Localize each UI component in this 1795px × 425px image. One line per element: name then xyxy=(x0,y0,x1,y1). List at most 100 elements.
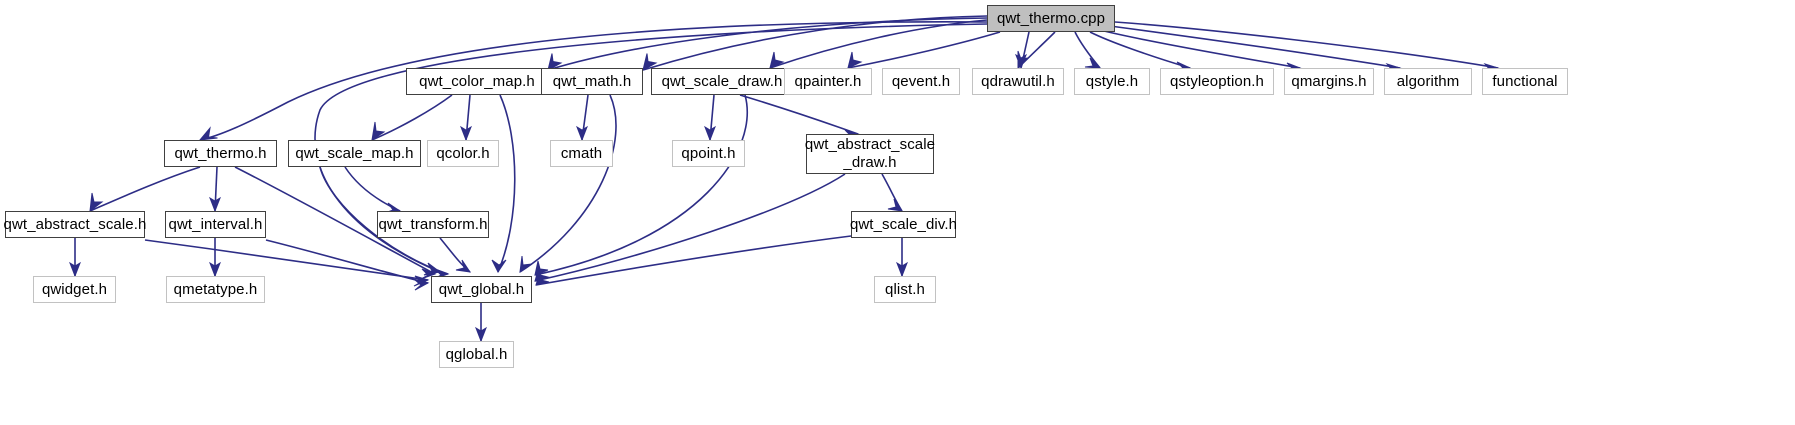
graph-node-qpoint-h[interactable]: qpoint.h xyxy=(672,140,745,167)
edge-scaledraw-to-qpoint xyxy=(704,94,716,142)
graph-node-qmargins-h[interactable]: qmargins.h xyxy=(1284,68,1374,95)
graph-node-algorithm[interactable]: algorithm xyxy=(1384,68,1472,95)
edge-line xyxy=(642,15,988,71)
arrow-head-icon xyxy=(89,192,104,213)
graph-node-qwt-abstract-scale-h[interactable]: qwt_abstract_scale.h xyxy=(3,211,147,238)
graph-node-label: qlist.h xyxy=(885,280,925,298)
graph-node-qwt-interval-h[interactable]: qwt_interval.h xyxy=(165,211,266,238)
graph-node-cmath[interactable]: cmath xyxy=(550,140,613,167)
edge-scalemap-to-transform xyxy=(344,166,402,214)
graph-node-qcolor-h[interactable]: qcolor.h xyxy=(427,140,499,167)
graph-node-label: qevent.h xyxy=(891,72,951,90)
edge-line xyxy=(769,19,988,69)
arrow-head-icon xyxy=(371,121,386,142)
edge-abstractdraw-to-scalediv xyxy=(881,173,904,212)
graph-node-qwt-global-h[interactable]: qwt_global.h xyxy=(431,276,532,303)
arrow-head-icon xyxy=(455,259,472,273)
graph-node-label: qwt_scale_div.h xyxy=(849,215,958,233)
arrow-head-icon xyxy=(547,53,563,71)
graph-node-qdrawutil-h[interactable]: qdrawutil.h xyxy=(972,68,1064,95)
arrow-head-icon xyxy=(704,125,716,142)
graph-node-qlist-h[interactable]: qlist.h xyxy=(874,276,936,303)
edge-interval-to-qmetatype xyxy=(209,238,221,278)
graph-node-qwt-thermo-cpp[interactable]: qwt_thermo.cpp xyxy=(987,5,1115,32)
graph-node-qwt-scale-div-h[interactable]: qwt_scale_div.h xyxy=(849,211,958,238)
graph-node-qwt-thermo-h[interactable]: qwt_thermo.h xyxy=(164,140,277,167)
edge-interval-to-global xyxy=(265,239,430,291)
graph-node-qwt-abstract-scale-draw-h[interactable]: qwt_abstract_scale _draw.h xyxy=(804,134,936,174)
edge-math-to-global xyxy=(519,94,617,274)
graph-node-label: qwt_math.h xyxy=(552,72,632,90)
edge-line xyxy=(847,31,1001,69)
graph-node-qwt-scale-map-h[interactable]: qwt_scale_map.h xyxy=(288,140,421,167)
graph-node-label: qcolor.h xyxy=(436,144,490,162)
edge-transform-to-global xyxy=(439,237,472,273)
edge-thermoh-to-interval xyxy=(209,166,221,213)
edge-line xyxy=(534,94,749,276)
graph-node-qwidget-h[interactable]: qwidget.h xyxy=(33,276,116,303)
graph-node-label: qwt_abstract_scale.h xyxy=(3,215,147,233)
edge-abstractdraw-to-global xyxy=(534,173,846,282)
arrow-head-icon xyxy=(535,271,550,286)
arrow-head-icon xyxy=(198,126,218,141)
edge-global-to-qglobal xyxy=(475,303,487,343)
edge-line xyxy=(1114,21,1499,69)
graph-node-label: qwt_abstract_scale _draw.h xyxy=(804,136,936,171)
graph-node-label: qwt_color_map.h xyxy=(419,72,535,90)
edge-line xyxy=(319,166,449,275)
graph-node-label: qwt_thermo.h xyxy=(174,144,267,162)
edge-line xyxy=(89,166,201,212)
edge-colormap-to-scalemap xyxy=(371,94,453,142)
edge-line xyxy=(234,166,436,275)
edge-scalediv-to-qlist xyxy=(896,238,908,278)
graph-node-qstyleoption-h[interactable]: qstyleoption.h xyxy=(1160,68,1274,95)
arrow-head-icon xyxy=(414,279,430,291)
graph-node-qevent-h[interactable]: qevent.h xyxy=(882,68,960,95)
graph-node-qwt-color-map-h[interactable]: qwt_color_map.h xyxy=(406,68,548,95)
graph-node-functional[interactable]: functional xyxy=(1482,68,1568,95)
arrow-head-icon xyxy=(887,198,904,212)
edge-cpp-to-functional xyxy=(1114,21,1500,75)
edge-line xyxy=(371,94,453,141)
arrow-head-icon xyxy=(475,326,487,343)
graph-node-qmetatype-h[interactable]: qmetatype.h xyxy=(166,276,265,303)
graph-node-label: qstyle.h xyxy=(1085,72,1139,90)
arrow-head-icon xyxy=(69,261,81,278)
graph-node-qglobal-h[interactable]: qglobal.h xyxy=(439,341,514,368)
edge-line xyxy=(497,94,516,273)
edge-line xyxy=(265,239,429,284)
edge-cpp-to-algorithm xyxy=(1109,25,1402,75)
edge-cpp-to-qstyleoption xyxy=(1089,31,1192,72)
graph-node-qwt-transform-h[interactable]: qwt_transform.h xyxy=(377,211,489,238)
graph-node-label: qwt_global.h xyxy=(438,280,525,298)
edge-cpp-to-math xyxy=(642,15,988,71)
edge-line xyxy=(534,173,846,282)
graph-node-label: cmath xyxy=(560,144,603,162)
graph-node-qstyle-h[interactable]: qstyle.h xyxy=(1074,68,1150,95)
graph-node-label: qwt_transform.h xyxy=(378,215,488,233)
graph-node-label: qpainter.h xyxy=(794,72,862,90)
graph-node-qwt-math-h[interactable]: qwt_math.h xyxy=(541,68,643,95)
arrow-head-icon xyxy=(209,196,221,213)
edge-cpp-to-scale-draw xyxy=(769,19,988,69)
graph-node-qwt-scale-draw-h[interactable]: qwt_scale_draw.h xyxy=(651,68,793,95)
graph-node-label: qstyleoption.h xyxy=(1170,72,1264,90)
edge-thermoh-to-global xyxy=(234,166,437,280)
graph-node-qpainter-h[interactable]: qpainter.h xyxy=(784,68,872,95)
arrow-head-icon xyxy=(420,268,437,280)
edge-cpp-to-qstyle xyxy=(1074,31,1102,69)
edge-line xyxy=(1089,31,1191,69)
arrow-head-icon xyxy=(847,51,863,69)
graph-node-label: qmetatype.h xyxy=(173,280,258,298)
edge-line xyxy=(881,173,903,212)
edge-cpp-to-qpainter xyxy=(847,31,1001,69)
arrow-head-icon xyxy=(460,125,472,142)
edge-line xyxy=(199,21,988,141)
arrow-head-icon xyxy=(769,51,785,69)
arrow-head-icon xyxy=(642,53,658,71)
graph-node-label: qwidget.h xyxy=(41,280,108,298)
arrow-head-icon xyxy=(519,255,533,274)
edge-line xyxy=(1109,25,1401,69)
